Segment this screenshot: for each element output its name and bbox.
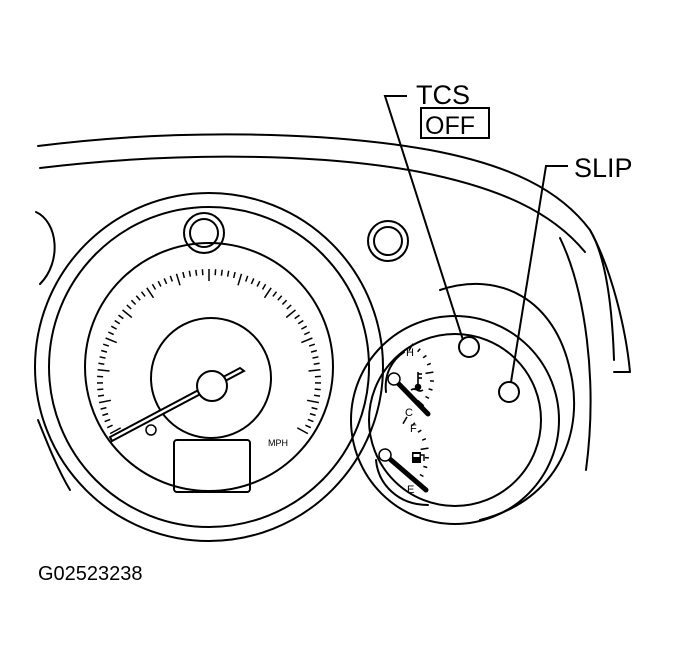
fuel-pump-icon [412, 452, 424, 463]
tick-mark [234, 272, 235, 278]
tick-mark [304, 332, 309, 335]
tick-mark [301, 338, 312, 343]
tick-mark [196, 270, 197, 276]
speedometer-mid-ring [49, 207, 369, 527]
tick-mark [305, 425, 310, 428]
tick-mark [102, 414, 108, 416]
slip-indicator-lamp [499, 382, 519, 402]
tick-mark [99, 400, 111, 402]
tick-mark [273, 292, 277, 297]
tick-mark [98, 363, 104, 364]
indicator-lamp-right-inner [374, 227, 402, 255]
tick-mark [310, 414, 316, 416]
tick-mark [420, 475, 424, 477]
tick-mark [111, 326, 116, 329]
tick-mark [158, 281, 161, 286]
fuel-full-label: F [410, 423, 417, 435]
tick-mark [265, 288, 272, 298]
cluster-hood-inner-line [40, 157, 585, 252]
tick-mark [105, 419, 111, 421]
speedometer-unit-label: MPH [268, 438, 288, 448]
tick-mark [418, 430, 421, 432]
tick-mark [295, 315, 300, 319]
tick-mark [301, 326, 306, 329]
tick-mark [312, 408, 318, 410]
tick-mark [100, 357, 106, 358]
tick-mark [263, 284, 266, 289]
tick-mark [177, 274, 181, 286]
speedometer-needle [110, 368, 244, 441]
tick-mark [142, 292, 146, 297]
tick-mark [307, 400, 319, 402]
tick-mark [427, 363, 431, 365]
left-partial-dial-lower [38, 420, 70, 490]
figure-code: G02523238 [38, 563, 143, 585]
tick-mark [108, 332, 113, 335]
tick-mark [426, 372, 434, 373]
tick-mark [313, 357, 319, 358]
tick-mark [103, 344, 109, 346]
tick-mark [115, 321, 120, 324]
tick-mark [136, 296, 140, 301]
tick-mark [423, 466, 427, 467]
tick-mark [282, 300, 286, 304]
tick-mark [170, 276, 172, 282]
tick-mark [152, 284, 155, 289]
tick-mark [429, 389, 433, 390]
temp-cold-label: C [405, 407, 413, 419]
cluster-right-edge [560, 238, 591, 470]
tick-mark [101, 351, 107, 353]
left-partial-dial [36, 212, 55, 284]
tick-mark [246, 276, 248, 282]
tick-mark [315, 389, 321, 390]
tick-mark [123, 310, 132, 318]
slip-label: SLIP [574, 153, 633, 183]
tick-mark [308, 419, 314, 421]
odometer-display [174, 440, 250, 492]
temp-hot-label: H [406, 347, 414, 359]
tick-mark [309, 344, 315, 346]
tick-mark [287, 305, 291, 309]
tick-mark [107, 425, 112, 428]
tick-mark [164, 278, 166, 284]
tick-mark [106, 338, 117, 343]
tick-mark [101, 408, 107, 410]
tick-mark [189, 271, 190, 277]
tick-mark [309, 370, 321, 371]
speedometer-tick-marks [97, 269, 321, 434]
tick-mark [257, 281, 260, 286]
tick-mark [418, 349, 421, 352]
tick-mark [97, 389, 103, 390]
tick-mark [98, 370, 110, 371]
tick-mark [426, 397, 430, 399]
tick-mark [314, 363, 320, 364]
tick-mark [251, 278, 253, 284]
tick-mark [314, 395, 320, 396]
tick-mark [131, 300, 135, 304]
tick-mark [423, 356, 426, 358]
tick-mark [286, 310, 295, 318]
tick-mark [278, 296, 282, 301]
fuel-empty-label: E [407, 484, 414, 496]
tick-mark [98, 395, 104, 396]
tick-mark [147, 288, 154, 298]
tick-mark [422, 439, 426, 441]
tick-mark [311, 351, 317, 353]
tick-mark [238, 274, 242, 286]
tick-mark [119, 315, 124, 319]
tick-mark [297, 428, 308, 434]
tick-mark [183, 272, 184, 278]
tick-mark [298, 321, 303, 324]
tick-mark [127, 305, 131, 309]
tcs-label: TCS [416, 80, 470, 110]
off-label: OFF [425, 112, 475, 140]
tick-mark [221, 270, 222, 276]
coolant-temperature-icon [411, 372, 423, 391]
tick-mark [421, 448, 429, 449]
tick-mark [228, 271, 229, 277]
